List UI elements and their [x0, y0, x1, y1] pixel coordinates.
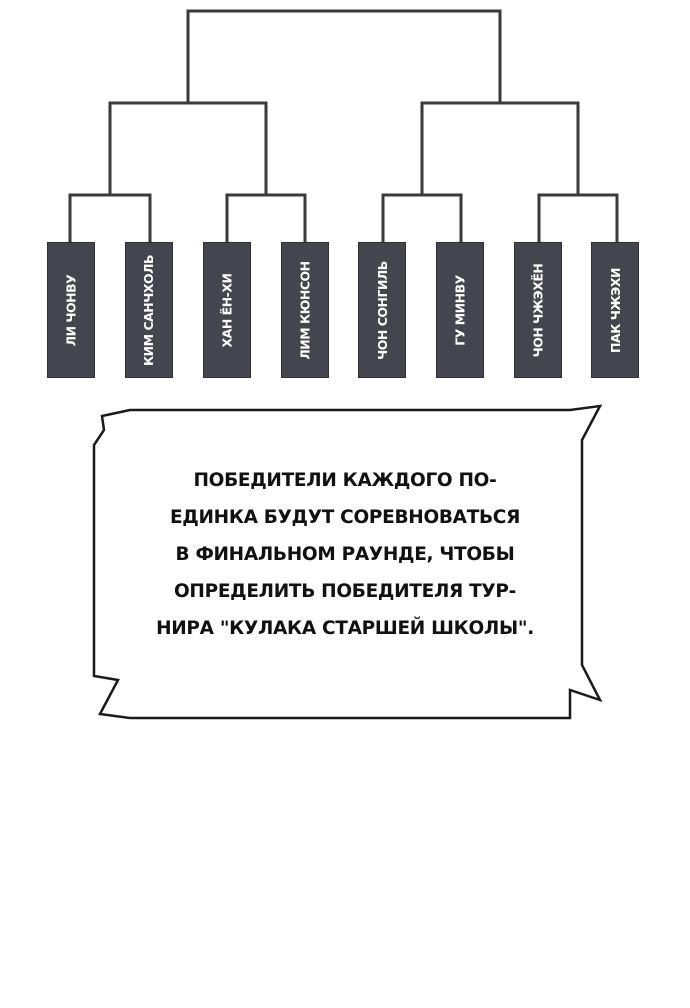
player-box-2: КИМ САНЧХОЛЬ [125, 242, 173, 378]
bracket-line-quarterfinal-1 [68, 193, 152, 244]
speech-line: В ФИНАЛЬНОМ РАУНДЕ, ЧТОБЫ [175, 544, 515, 565]
player-name: ГУ МИНВУ [452, 274, 468, 346]
speech-line: ОПРЕДЕЛИТЬ ПОБЕДИТЕЛЯ ТУР- [173, 581, 517, 602]
bracket-line-semifinal-left [108, 101, 268, 195]
player-name: ХАН ЁН-ХИ [219, 273, 235, 347]
bracket-line-quarterfinal-4 [537, 193, 619, 244]
player-name: ПАК ЧЖЭХИ [607, 267, 623, 353]
speech-line: ПОБЕДИТЕЛИ КАЖДОГО ПО- [193, 470, 497, 491]
player-box-3: ХАН ЁН-ХИ [203, 242, 251, 378]
player-name: ЛИ ЧОНВУ [63, 274, 79, 346]
speech-line: НИРА "КУЛАКА СТАРШЕЙ ШКОЛЫ". [156, 618, 534, 639]
bracket-line-quarterfinal-2 [225, 193, 307, 244]
player-box-4: ЛИМ КЮНСОН [281, 242, 329, 378]
player-name: ЛИМ КЮНСОН [297, 260, 313, 360]
tournament-bracket [68, 9, 619, 244]
player-name: ЧОН ЧЖЭХЁН [530, 263, 546, 357]
player-box-5: ЧОН СОНГИЛЬ [358, 242, 406, 378]
player-name: КИМ САНЧХОЛЬ [141, 254, 157, 366]
player-box-7: ЧОН ЧЖЭХЁН [514, 242, 562, 378]
player-box-1: ЛИ ЧОНВУ [47, 242, 95, 378]
player-name: ЧОН СОНГИЛЬ [374, 260, 390, 360]
bracket-line-quarterfinal-3 [381, 193, 463, 244]
bracket-line-final [186, 9, 502, 104]
speech-bubble-text: ПОБЕДИТЕЛИ КАЖДОГО ПО- ЕДИНКА БУДУТ СОРЕ… [150, 462, 540, 647]
bracket-line-semifinal-right [420, 101, 580, 195]
player-box-8: ПАК ЧЖЭХИ [591, 242, 639, 378]
player-box-6: ГУ МИНВУ [436, 242, 484, 378]
speech-line: ЕДИНКА БУДУТ СОРЕВНОВАТЬСЯ [169, 507, 521, 528]
